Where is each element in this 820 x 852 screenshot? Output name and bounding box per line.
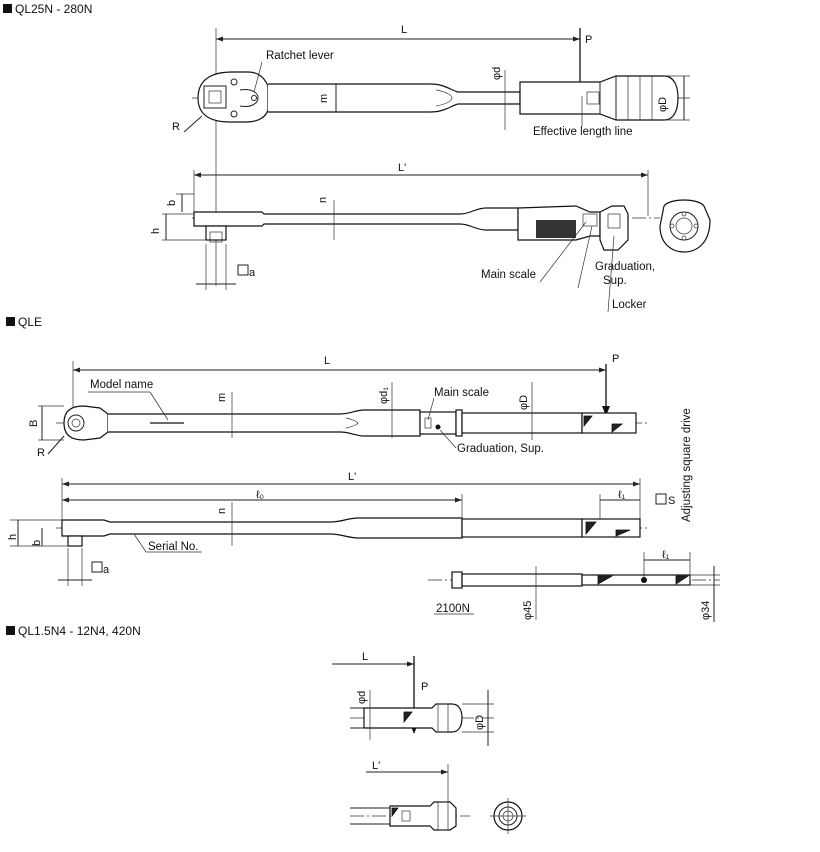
dim-P: P: [612, 353, 619, 365]
section-ql25n: QL25N - 280N L P φd: [3, 2, 711, 313]
qle-side-shaft: [61, 517, 463, 539]
dim-n: n: [216, 508, 228, 514]
dim-L: L: [324, 355, 330, 367]
section-title: QL25N - 280N: [15, 2, 92, 16]
dim-phi-D: φD: [657, 97, 669, 112]
section-bullet: [3, 4, 12, 13]
grip-knurl: [536, 220, 576, 238]
label-model-name: Model name: [90, 379, 153, 391]
section-title: QL1.5N4 - 12N4, 420N: [18, 624, 141, 638]
dim-L-prime: L': [372, 760, 380, 772]
dim-phi-D: φD: [474, 715, 486, 730]
dim-R: R: [37, 447, 45, 459]
small-wrench-side: [389, 801, 457, 831]
dim-l0: ℓ₀: [256, 489, 264, 501]
section-ql15n4: QL1.5N4 - 12N4, 420N L P φd φD L': [6, 624, 526, 834]
dim-l1: ℓ₁: [618, 489, 626, 501]
label-ratchet-lever: Ratchet lever: [266, 50, 334, 62]
square-symbol: [237, 264, 249, 276]
qle-head: [63, 405, 109, 441]
label-locker: Locker: [612, 299, 647, 311]
dim-m: m: [216, 393, 228, 402]
label-main-scale: Main scale: [481, 269, 536, 281]
dim-L: L: [362, 651, 368, 663]
dim-B: B: [28, 420, 40, 427]
dim-b: b: [31, 540, 43, 546]
dim-m: m: [318, 94, 330, 103]
square-drive: [203, 85, 227, 109]
dim-L: L: [401, 24, 407, 36]
label-graduation-sup: Graduation, Sup.: [457, 443, 544, 455]
dim-n: n: [317, 197, 329, 203]
dim-P: P: [585, 34, 592, 46]
label-2100n: 2100N: [436, 603, 470, 615]
dim-phi-34: φ34: [700, 601, 712, 620]
label-main-scale: Main scale: [434, 387, 489, 399]
label-serial-no: Serial No.: [148, 541, 199, 553]
section-qle: QLE L P B R m φd₁ φD: [6, 315, 720, 622]
side-shaft: [193, 207, 519, 231]
dim-h: h: [7, 534, 19, 540]
dim-b: b: [166, 200, 178, 206]
label-adjusting-square-drive: Adjusting square drive: [681, 408, 693, 522]
dim-square-a: a: [249, 267, 256, 279]
end-view: [659, 199, 711, 253]
dim-L-prime: L': [398, 162, 406, 174]
small-wrench-grip: [363, 703, 463, 733]
label-effective-length-line: Effective length line: [533, 126, 633, 138]
dim-phi-d1: φd₁: [378, 387, 390, 404]
qle-grip: [461, 412, 583, 434]
dim-l1-b: ℓ₁: [662, 549, 670, 561]
dim-square-a: a: [103, 564, 110, 576]
dim-phi-d: φd: [491, 67, 503, 80]
section-title: QLE: [18, 315, 42, 329]
dim-phi-d: φd: [356, 691, 368, 704]
dim-square-s: S: [668, 495, 675, 507]
side-square-drive: [205, 225, 227, 241]
qle-end: [581, 412, 637, 434]
wrench-shaft: [268, 83, 521, 113]
dim-phi-45: φ45: [522, 601, 534, 620]
label-graduation-sup-2: Sup.: [603, 275, 627, 287]
qle-scale-body: [419, 411, 457, 435]
section-bullet: [6, 626, 15, 635]
dim-h: h: [150, 228, 162, 234]
dim-R: R: [172, 121, 180, 133]
dim-L-prime: L': [348, 471, 356, 483]
section-bullet: [6, 317, 15, 326]
square-drive-inner: [208, 90, 222, 104]
label-graduation-sup-1: Graduation,: [595, 261, 655, 273]
dim-phi-D: φD: [518, 395, 530, 410]
ratchet-lever-shape: [239, 89, 259, 107]
dim-P: P: [421, 681, 428, 693]
